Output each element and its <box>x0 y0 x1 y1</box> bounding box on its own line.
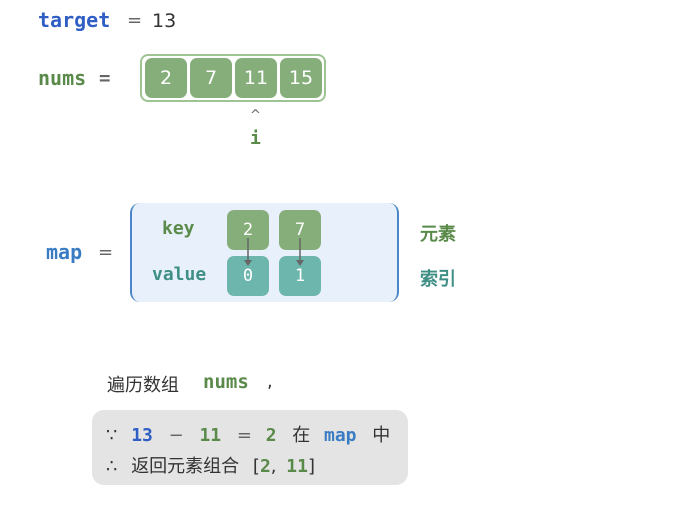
close-bracket: ] <box>307 456 315 477</box>
return-text: 返回元素组合 <box>131 456 240 477</box>
nums-cell-1: 7 <box>190 58 232 98</box>
result-second: 11 <box>286 456 308 477</box>
nums-label: nums <box>38 66 87 90</box>
therefore-symbol: ∴ <box>106 456 118 477</box>
explanation-box <box>92 410 408 485</box>
pointer-label: i <box>250 128 261 149</box>
explanation-line-2: ∴ 返回元素组合 [2, 11] <box>106 452 315 478</box>
middle-text: 中 <box>372 425 391 446</box>
map-value-label: value <box>152 264 207 285</box>
nums-cell-0: 2 <box>145 58 187 98</box>
in-text: 在 <box>292 425 311 446</box>
result-first: 2 <box>259 456 271 477</box>
map-equals: = <box>98 242 114 263</box>
target-value: 13 <box>152 10 177 32</box>
map-value-side-label: 索引 <box>420 269 456 290</box>
result-separator: , <box>270 456 277 477</box>
pointer-arrow-icon: ^ <box>250 108 261 123</box>
step-array: nums <box>203 371 249 393</box>
map-label: map <box>46 240 83 264</box>
down-arrow-icon <box>244 238 252 266</box>
map-key-side-label: 元素 <box>420 224 456 245</box>
step-prefix: 遍历数组 <box>107 375 179 396</box>
step-comma: , <box>267 371 273 392</box>
equals-sign: = <box>236 425 252 446</box>
explanation-line-1: ∵ 13 − 11 = 2 在 map 中 <box>106 421 390 447</box>
map-key-label: key <box>162 218 195 239</box>
nums-array <box>140 54 326 102</box>
nums-cell-3: 15 <box>280 58 322 98</box>
minus-sign: − <box>168 425 184 446</box>
target-label: target <box>38 8 111 32</box>
down-arrow-icon <box>296 238 304 266</box>
nums-equals: = <box>99 67 111 89</box>
target-equals: = <box>127 10 143 31</box>
map-ref: map <box>324 425 357 446</box>
complement-value: 2 <box>265 425 277 446</box>
because-symbol: ∵ <box>106 425 118 446</box>
open-bracket: [ <box>252 456 260 477</box>
nums-cell-2: 11 <box>235 58 277 98</box>
target-ref: 13 <box>131 425 153 446</box>
current-num: 11 <box>199 425 222 446</box>
